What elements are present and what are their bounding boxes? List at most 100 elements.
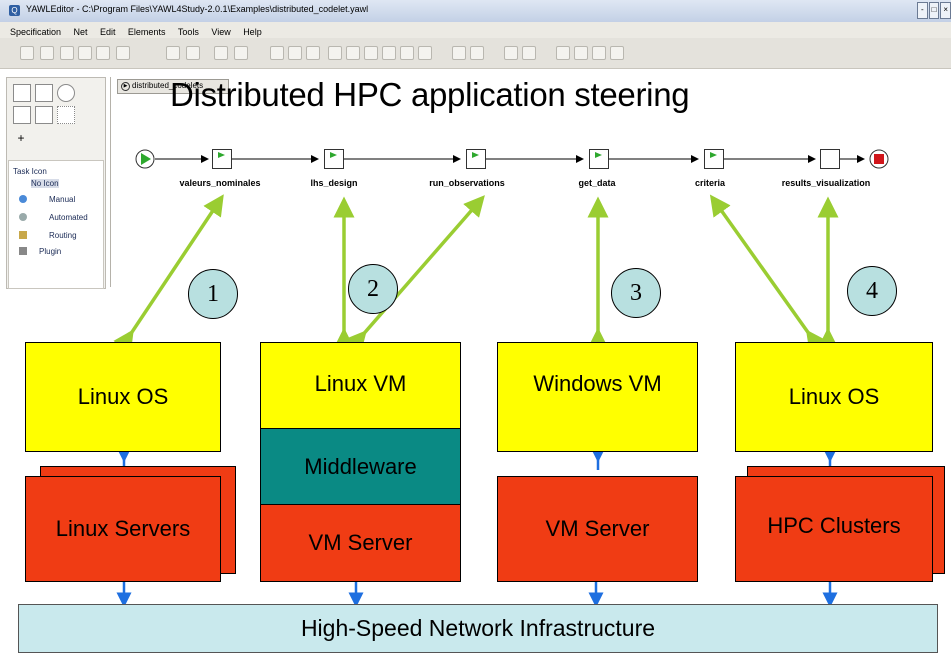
vm-server-box: VM Server xyxy=(497,476,698,582)
new-spec-icon[interactable] xyxy=(20,46,34,60)
align-right-icon[interactable] xyxy=(418,46,432,60)
hpc-clusters-box: HPC Clusters xyxy=(735,476,933,582)
menu-specification[interactable]: Specification xyxy=(10,27,62,37)
flow-tool-icon[interactable]: + xyxy=(17,131,25,145)
end-stop-icon xyxy=(874,154,884,164)
routing-icon xyxy=(19,231,27,239)
task-label: run_observations xyxy=(429,178,505,188)
link-valeurs-linuxos xyxy=(113,194,224,353)
align-bottom-icon[interactable] xyxy=(364,46,378,60)
composite-task-tool-icon[interactable] xyxy=(13,106,31,124)
start-play-icon xyxy=(141,153,151,165)
vm-server-box: VM Server xyxy=(260,504,461,582)
task-flag-icon xyxy=(472,152,479,158)
task-label: lhs_design xyxy=(310,178,358,188)
zoom-reset-icon[interactable] xyxy=(610,46,624,60)
multiple-composite-task-tool-icon[interactable] xyxy=(35,106,53,124)
save-as-icon[interactable] xyxy=(78,46,92,60)
task-icon-automated[interactable]: Automated xyxy=(49,213,88,222)
network-bar: High-Speed Network Infrastructure xyxy=(18,604,938,653)
menu-help[interactable]: Help xyxy=(243,27,262,37)
windows-vm-label: Windows VM xyxy=(533,371,662,396)
zoom-out-icon[interactable] xyxy=(592,46,606,60)
redo-icon[interactable] xyxy=(288,46,302,60)
app-logo-icon: Q xyxy=(9,5,20,16)
task-valeurs-nominales[interactable] xyxy=(212,149,232,169)
add-net-icon[interactable] xyxy=(214,46,228,60)
step-circle: 4 xyxy=(847,266,897,316)
multiple-task-tool-icon[interactable] xyxy=(35,84,53,102)
task-icon-plugin[interactable]: Plugin xyxy=(39,247,62,256)
maximize-button[interactable]: □ xyxy=(928,2,940,19)
windows-vm-box: Windows VM xyxy=(497,342,698,452)
play-icon: ▶ xyxy=(121,82,130,91)
validate-icon[interactable] xyxy=(166,46,180,60)
task-run-observations[interactable] xyxy=(466,149,486,169)
overlay-title: Distributed HPC application steering xyxy=(170,76,690,113)
manual-icon xyxy=(19,195,27,203)
cancel-set-icon[interactable] xyxy=(504,46,518,60)
grow-icon[interactable] xyxy=(452,46,466,60)
atomic-task-tool-icon[interactable] xyxy=(13,84,31,102)
menu-edit[interactable]: Edit xyxy=(99,27,116,37)
linux-vm-box: Linux VM xyxy=(260,342,461,430)
task-results-visualization[interactable] xyxy=(820,149,840,169)
step-circle: 3 xyxy=(611,268,661,318)
task-icon-header: Task Icon xyxy=(13,167,47,176)
undo-icon[interactable] xyxy=(270,46,284,60)
task-icon-routing[interactable]: Routing xyxy=(49,231,77,240)
task-icon-manual[interactable]: Manual xyxy=(49,195,76,204)
menu-bar: Specification Net Edit Elements Tools Vi… xyxy=(0,22,951,38)
task-lhs-design[interactable] xyxy=(324,149,344,169)
toolbar xyxy=(0,38,951,69)
save-icon[interactable] xyxy=(60,46,74,60)
minimize-button[interactable]: - xyxy=(917,2,928,19)
menu-view[interactable]: View xyxy=(211,27,231,37)
delete-icon[interactable] xyxy=(306,46,320,60)
link-run-linuxvm xyxy=(345,195,485,353)
task-icon-none[interactable]: No Icon xyxy=(31,179,59,188)
shrink-icon[interactable] xyxy=(470,46,484,60)
window-title: YAWLEditor - C:\Program Files\YAWL4Study… xyxy=(26,4,369,14)
linux-vm-label: Linux VM xyxy=(314,371,407,396)
remove-net-icon[interactable] xyxy=(234,46,248,60)
zoom-fit-icon[interactable] xyxy=(556,46,570,60)
step-circle: 2 xyxy=(348,264,398,314)
task-flag-icon xyxy=(710,152,717,158)
align-left-icon[interactable] xyxy=(382,46,396,60)
open-spec-icon[interactable] xyxy=(40,46,54,60)
menu-tools[interactable]: Tools xyxy=(177,27,199,37)
task-label: valeurs_nominales xyxy=(179,178,261,188)
export-icon[interactable] xyxy=(116,46,130,60)
marquee-tool-icon[interactable] xyxy=(57,106,75,124)
linux-os-box: Linux OS xyxy=(25,342,221,452)
align-center-icon[interactable] xyxy=(400,46,414,60)
task-label: get_data xyxy=(578,178,616,188)
net-tab[interactable]: ▶ distributed_codelets xyxy=(117,79,229,94)
plugin-icon xyxy=(19,247,27,255)
task-flag-icon xyxy=(595,152,602,158)
analyse-icon[interactable] xyxy=(186,46,200,60)
task-flag-icon xyxy=(330,152,337,158)
automated-icon xyxy=(19,213,27,221)
step-circle: 1 xyxy=(188,269,238,319)
task-label: results_visualization xyxy=(781,178,871,188)
condition-tool-icon[interactable] xyxy=(57,84,75,102)
align-top-icon[interactable] xyxy=(328,46,342,60)
close-spec-icon[interactable] xyxy=(96,46,110,60)
zoom-in-icon[interactable] xyxy=(574,46,588,60)
menu-net[interactable]: Net xyxy=(73,27,88,37)
task-criteria[interactable] xyxy=(704,149,724,169)
menu-elements[interactable]: Elements xyxy=(127,27,166,37)
task-icon-tree: Task Icon No Icon Manual Automated Routi… xyxy=(8,160,104,289)
task-get-data[interactable] xyxy=(589,149,609,169)
align-middle-icon[interactable] xyxy=(346,46,360,60)
decomposition-icon[interactable] xyxy=(522,46,536,60)
task-label: criteria xyxy=(694,178,726,188)
link-criteria-linuxos xyxy=(709,194,827,353)
linux-os-box: Linux OS xyxy=(735,342,933,452)
net-tab-label: distributed_codelets xyxy=(132,81,204,90)
hpc-clusters-label: HPC Clusters xyxy=(767,513,901,538)
task-flag-icon xyxy=(218,152,225,158)
